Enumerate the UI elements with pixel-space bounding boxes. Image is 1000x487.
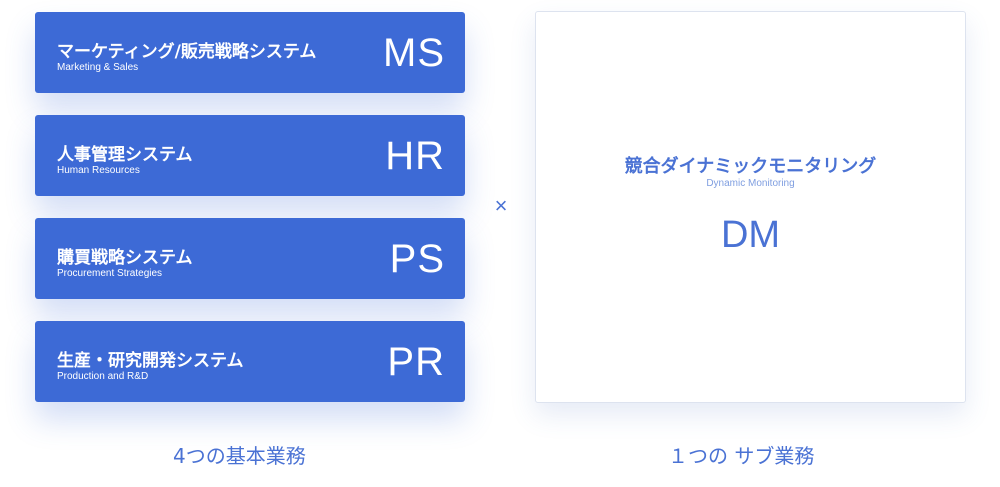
sub-business-code: DM [720, 214, 781, 256]
card-code: PR [387, 340, 445, 384]
card-title: 生産・研究開発システム [57, 351, 244, 371]
card-subtitle: Human Resources [57, 165, 140, 176]
system-card-hr: 人事管理システム Human Resources HR [35, 115, 465, 196]
system-card-ps: 購買戦略システム Procurement Strategies PS [35, 218, 465, 299]
system-card-pr: 生産・研究開発システム Production and R&D PR [35, 321, 465, 402]
system-card-ms: マーケティング/販売戦略システム Marketing & Sales MS [35, 12, 465, 93]
card-title: マーケティング/販売戦略システム [57, 42, 317, 62]
multiply-sign: × [494, 193, 508, 218]
sub-business-caption: １つの サブ業務 [668, 444, 815, 468]
sub-business-subtitle: Dynamic Monitoring [706, 178, 795, 189]
card-code: HR [385, 134, 445, 178]
card-subtitle: Production and R&D [57, 371, 149, 382]
sub-business-title: 競合ダイナミックモニタリング [624, 156, 877, 177]
card-code: PS [389, 237, 445, 281]
card-code: MS [383, 31, 445, 75]
card-title: 購買戦略システム [57, 248, 193, 268]
card-title: 人事管理システム [57, 145, 193, 165]
card-subtitle: Marketing & Sales [57, 62, 139, 73]
basic-business-caption: 4つの基本業務 [173, 444, 306, 468]
sub-business-panel: 競合ダイナミックモニタリング Dynamic Monitoring DM [535, 11, 966, 403]
card-subtitle: Procurement Strategies [57, 268, 163, 279]
